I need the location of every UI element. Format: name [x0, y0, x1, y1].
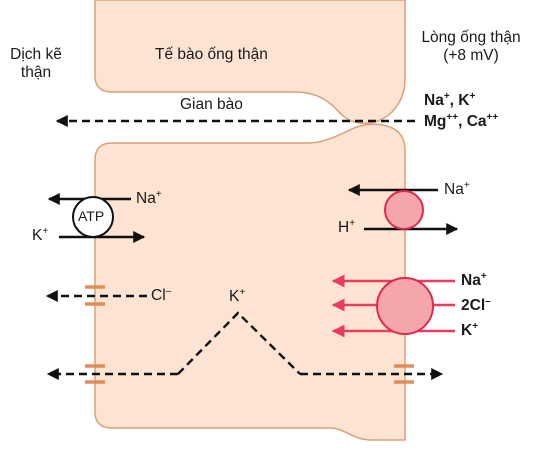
paracellular-ions-line-2: Mg++, Ca++ — [424, 112, 499, 131]
lumen-label: Lòng ống thận (+8 mV) — [410, 29, 532, 65]
pump-k-label: K+ — [32, 226, 49, 245]
interstitial-line-1: Dịch kẽ — [10, 46, 62, 63]
interstitial-label: Dịch kẽ thận — [5, 46, 67, 82]
k-recycle-label: K+ — [229, 287, 246, 306]
lumen-line-1: Lòng ống thận — [421, 29, 521, 46]
lower-tubule-cell — [94, 123, 406, 441]
chloride-label: Cl– — [151, 286, 172, 305]
na-h-exchanger — [384, 190, 424, 230]
intercellular-label: Gian bào — [180, 96, 243, 113]
interstitial-line-2: thận — [20, 63, 52, 81]
cotransporter-na-label: Na+ — [461, 271, 487, 290]
atp-pump — [72, 196, 114, 238]
cotransporter-k-label: K+ — [461, 321, 479, 340]
upper-tubule-cell — [94, 0, 406, 125]
k-recycle-path-apex — [177, 311, 301, 375]
paracellular-ions-line-1: Na+, K+ — [424, 91, 476, 110]
na-k-2cl-cotransporter — [376, 277, 434, 335]
atp-label: ATP — [78, 208, 105, 224]
exchanger-na-label: Na+ — [444, 180, 470, 199]
exchanger-h-label: H+ — [338, 218, 356, 237]
tubule-cell-label: Tế bào ống thận — [155, 46, 268, 63]
lumen-line-2: (+8 mV) — [443, 46, 499, 64]
pump-na-label: Na+ — [136, 189, 162, 208]
cotransporter-cl-label: 2Cl– — [461, 296, 491, 315]
